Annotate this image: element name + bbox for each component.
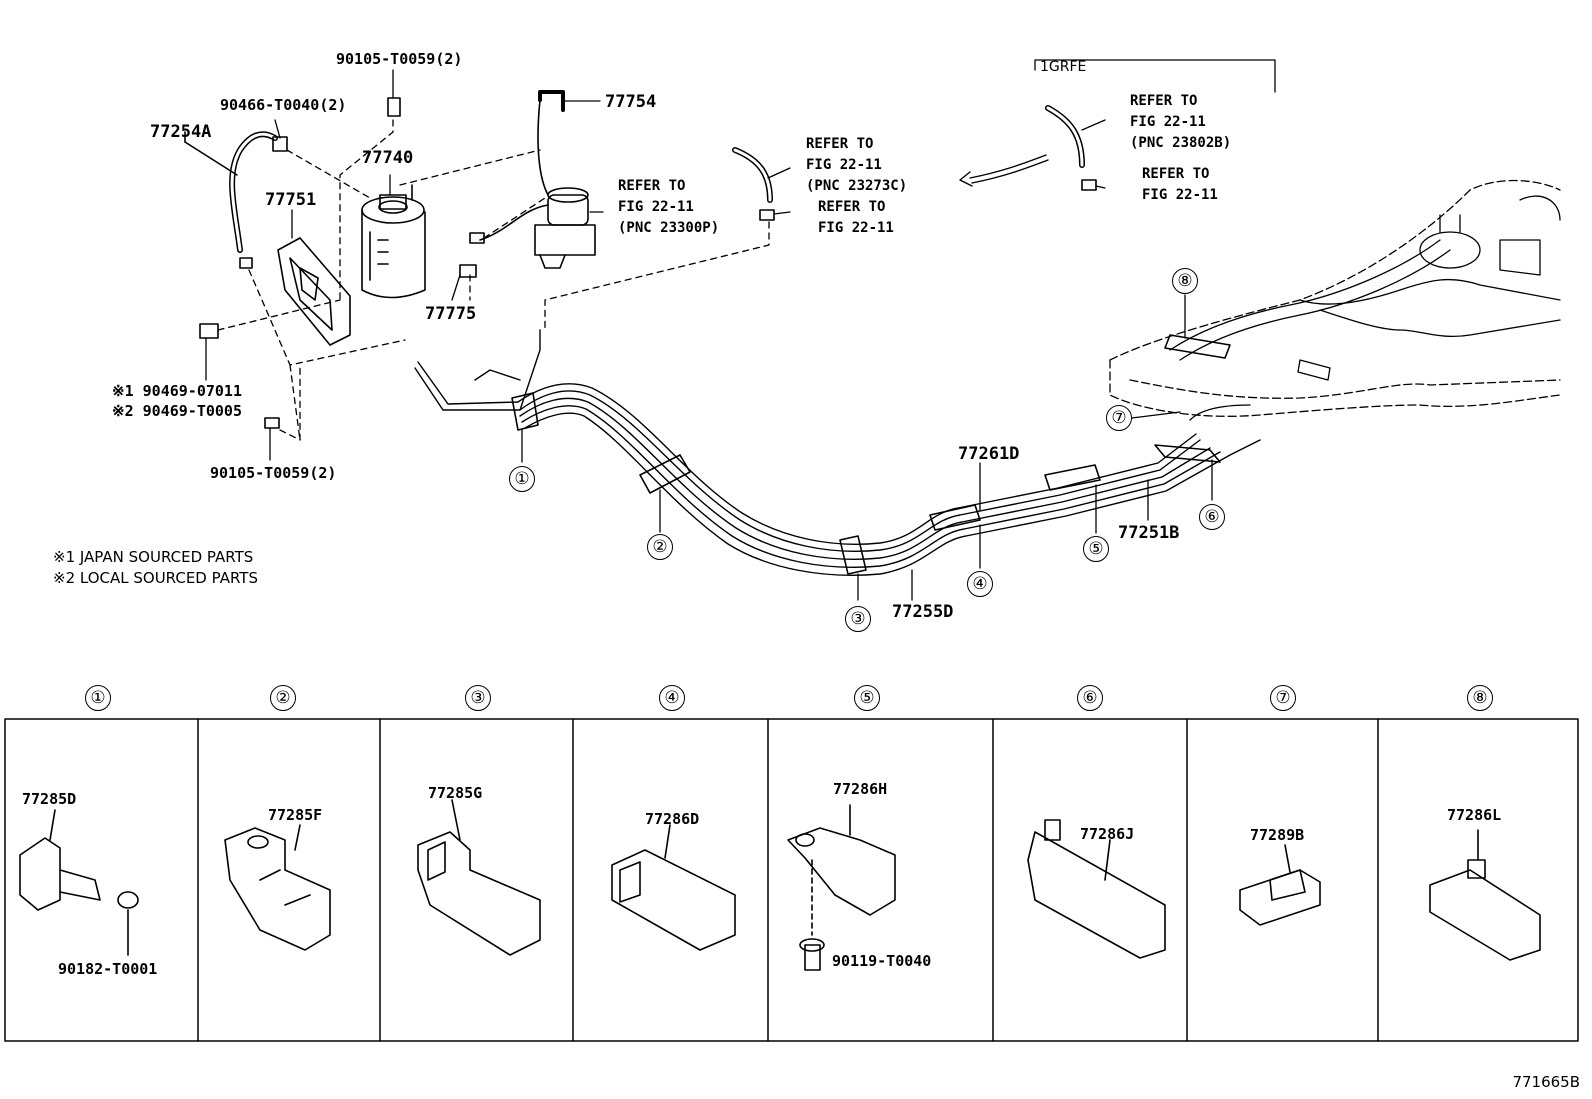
bracket-77751 xyxy=(277,237,351,346)
marker-7: ⑦ xyxy=(1106,405,1132,431)
engine-code-label: 1GRFE xyxy=(1040,59,1087,75)
panel-5-part: 77286H xyxy=(833,780,888,798)
diagram-id: 771665B xyxy=(1512,1073,1580,1091)
clamp-marks xyxy=(511,334,1231,575)
label-90469-b: ※2 90469-T0005 xyxy=(112,402,242,420)
refer-pnc-23300p: REFER TO FIG 22-11 (PNC 23300P) xyxy=(618,178,720,236)
refer-pnc-23273c: REFER TO FIG 22-11 (PNC 23273C) xyxy=(806,136,908,194)
refer-pnc-23802b: REFER TO FIG 22-11 (PNC 23802B) xyxy=(1130,93,1232,151)
valve-assembly xyxy=(479,90,596,269)
panel-header-4: ④ xyxy=(659,685,685,711)
panel-1-part: 77285D xyxy=(22,790,77,808)
panel-6-part: 77286J xyxy=(1080,825,1135,843)
marker-8: ⑧ xyxy=(1172,268,1198,294)
panel-8-part: 77286L xyxy=(1447,806,1502,824)
label-77254A: 77254A xyxy=(150,122,212,142)
panel-5-extra: 90119-T0040 xyxy=(832,952,932,970)
canister-77740 xyxy=(361,184,426,299)
label-77255D: 77255D xyxy=(892,602,954,622)
panel-header-3: ③ xyxy=(465,685,491,711)
marker-6: ⑥ xyxy=(1199,504,1225,530)
refer-fig-22-11-b: REFER TO FIG 22-11 xyxy=(1142,166,1218,203)
label-77261D: 77261D xyxy=(958,444,1020,464)
clip-3-drawing xyxy=(417,799,541,956)
label-77251B: 77251B xyxy=(1118,523,1180,543)
clip-1-drawing xyxy=(19,809,139,956)
marker-4: ④ xyxy=(967,571,993,597)
note-japan-sourced: ※1 JAPAN SOURCED PARTS xyxy=(53,548,254,566)
panel-4-part: 77286D xyxy=(645,810,700,828)
panel-header-1: ① xyxy=(85,685,111,711)
clip-7-drawing xyxy=(1239,844,1321,926)
clip-6-drawing xyxy=(1027,819,1166,959)
label-77754: 77754 xyxy=(605,92,657,112)
panel-grid xyxy=(4,718,1579,1042)
panel-header-2: ② xyxy=(270,685,296,711)
label-90469-a: ※1 90469-07011 xyxy=(112,382,242,400)
refer-hoses xyxy=(732,59,1276,221)
marker-5: ⑤ xyxy=(1083,536,1109,562)
label-77740: 77740 xyxy=(362,148,414,168)
clip-4-drawing xyxy=(611,824,736,951)
label-90105-bottom: 90105-T0059(2) xyxy=(210,464,337,482)
label-90466: 90466-T0040(2) xyxy=(220,96,347,114)
panel-header-7: ⑦ xyxy=(1270,685,1296,711)
panel-7-part: 77289B xyxy=(1250,826,1305,844)
fuel-tank xyxy=(1109,179,1561,421)
refer-fig-22-11-a: REFER TO FIG 22-11 xyxy=(818,199,894,236)
fuel-tube-bundle xyxy=(414,329,1261,576)
panel-header-8: ⑧ xyxy=(1467,685,1493,711)
label-90105-top: 90105-T0059(2) xyxy=(336,50,463,68)
panel-header-5: ⑤ xyxy=(854,685,880,711)
clip-8-drawing xyxy=(1429,829,1541,961)
clip-5-drawing xyxy=(787,804,896,971)
label-77775: 77775 xyxy=(425,304,477,324)
label-77751: 77751 xyxy=(265,190,317,210)
panel-header-6: ⑥ xyxy=(1077,685,1103,711)
marker-2: ② xyxy=(647,534,673,560)
marker-3: ③ xyxy=(845,606,871,632)
clip-2-drawing xyxy=(224,824,331,951)
note-local-sourced: ※2 LOCAL SOURCED PARTS xyxy=(53,569,258,587)
panel-2-part: 77285F xyxy=(268,806,323,824)
panel-3-part: 77285G xyxy=(428,784,483,802)
panel-1-extra: 90182-T0001 xyxy=(58,960,158,978)
marker-1: ① xyxy=(509,466,535,492)
